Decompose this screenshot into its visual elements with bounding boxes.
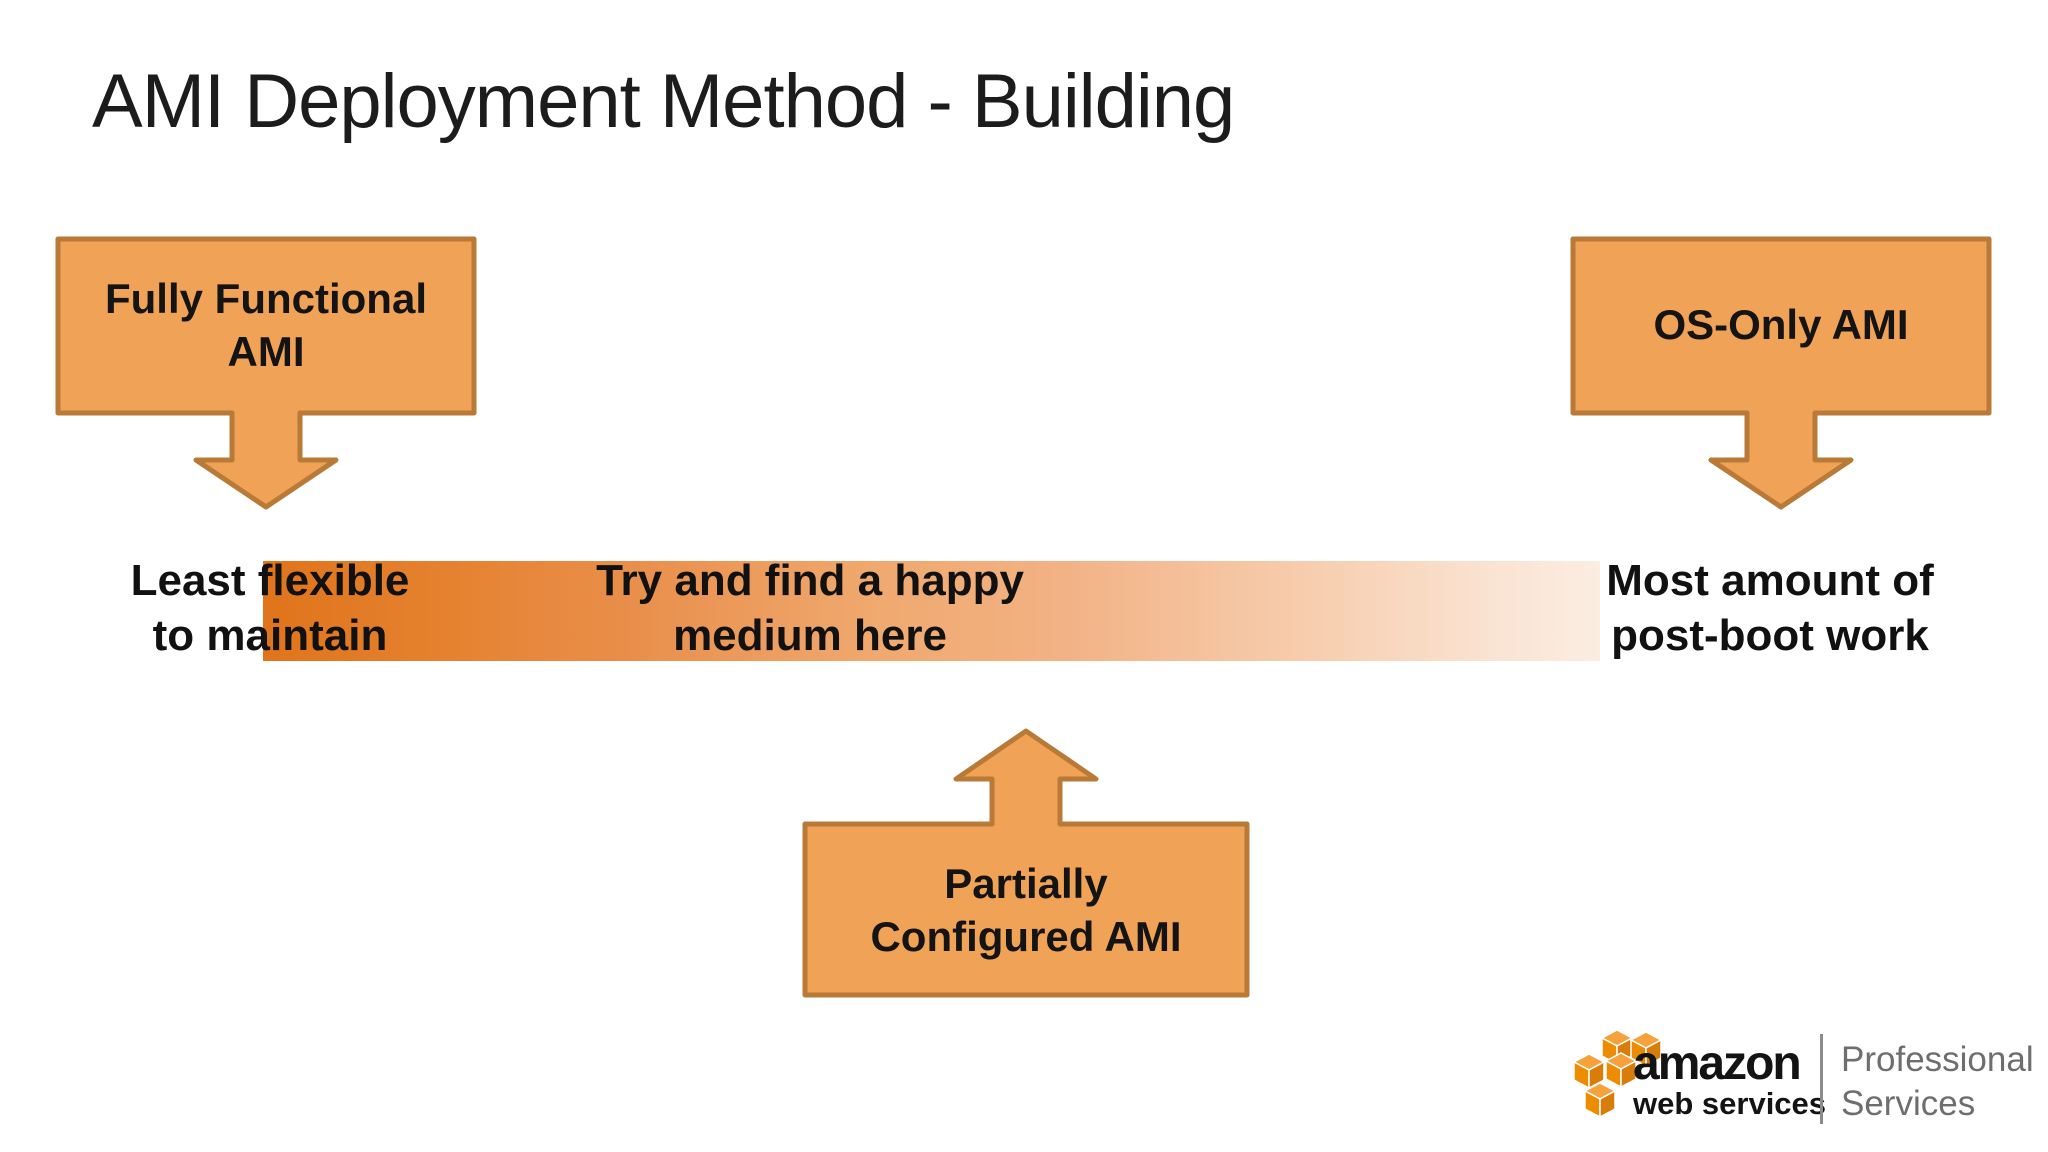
spectrum-label-right-line2: post-boot work [1611,611,1929,660]
down-arrow-icon [55,236,477,510]
spectrum-label-left-line1: Least flexible [130,556,410,605]
spectrum-label-left: Least flexible to maintain [20,553,520,663]
spectrum-label-right-line1: Most amount of [1606,556,1934,605]
up-arrow-icon [802,728,1250,998]
logo-divider [1820,1034,1823,1124]
down-arrow-icon [1570,236,1992,510]
spectrum-label-right: Most amount of post-boot work [1520,553,2020,663]
callout-left-line2: AMI [227,327,305,375]
amazon-text: amazon [1633,1037,1802,1090]
down-arrow-callout-right [1570,236,1992,510]
callout-bottom-line2: Configured AMI [870,913,1182,960]
callout-bottom-line1: Partially [944,860,1108,907]
callout-left-line1: Fully Functional [105,274,427,322]
web-services-text: web services [1633,1086,1827,1121]
professional-text: Professional [1841,1040,2034,1079]
page-title: AMI Deployment Method - Building [92,59,1235,144]
spectrum-label-middle: Try and find a happy medium here [560,553,1060,663]
up-arrow-callout-bottom [802,728,1250,998]
callout-right-label: OS-Only AMI [1570,236,1992,413]
amazon-wordmark: amazon web services [1633,1037,1827,1121]
spectrum-label-left-line2: to maintain [152,611,388,660]
callout-right-line1: OS-Only AMI [1653,301,1909,348]
aws-professional-services-logo: amazon web services Professional Service… [1565,1022,2035,1146]
spectrum-gradient-bar [263,561,1600,661]
callout-bottom-label: Partially Configured AMI [802,823,1250,997]
aws-cubes-icon [1572,1029,1663,1119]
cube [1629,1031,1663,1068]
professional-services-label: Professional Services [1841,1038,2034,1126]
services-text: Services [1841,1084,1976,1123]
down-arrow-callout-left [55,236,477,510]
cube [1583,1082,1617,1119]
spectrum-label-middle-line1: Try and find a happy [596,556,1024,605]
cube [1604,1052,1638,1089]
cube [1572,1053,1606,1090]
spectrum-label-middle-line2: medium here [673,611,947,660]
callout-left-label: Fully Functional AMI [55,236,477,413]
